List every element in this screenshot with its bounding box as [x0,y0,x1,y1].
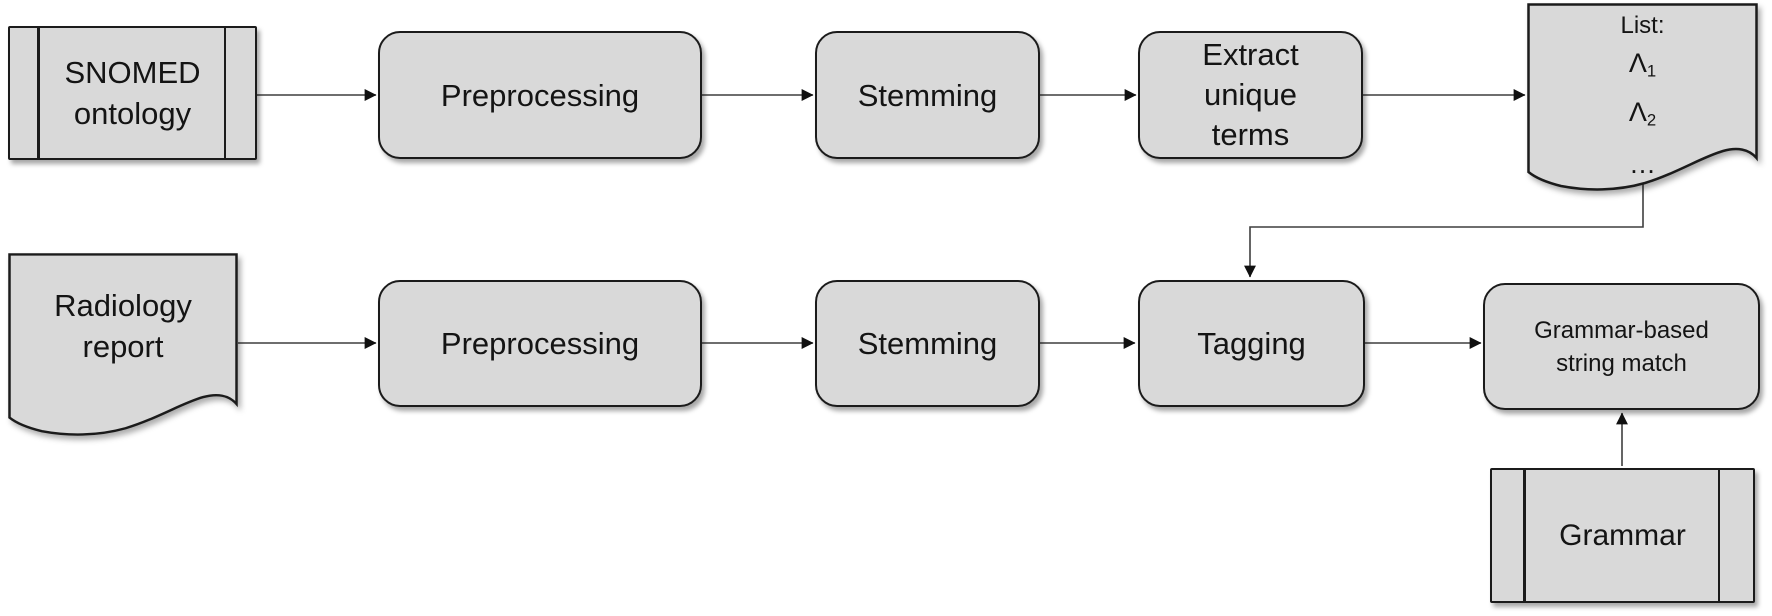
document-text: Radiology report [8,253,238,367]
node-label-line: ontology [73,96,192,131]
list-item-lambda2: Λ2 [1628,96,1657,130]
node-label: Preprocessing [440,77,640,113]
node-label-line: Radiology [54,288,192,323]
node-term-list-document: List: Λ1 Λ2 … [1527,3,1758,193]
node-label-line: Extract [1202,37,1299,72]
node-extract-unique-terms: Extract unique terms [1138,31,1363,159]
node-radiology-report-document: Radiology report [8,253,238,438]
storage-left-bar [1523,470,1526,601]
list-title: List: [1620,12,1665,39]
node-label: Grammar [1559,518,1686,552]
node-label-line: unique [1203,77,1298,112]
storage-right-bar [223,28,226,158]
node-grammar: Grammar [1490,468,1755,603]
node-stemming-bottom: Stemming [815,280,1040,407]
node-label: Tagging [1197,326,1306,361]
document-text: List: Λ1 Λ2 … [1527,3,1758,188]
document-shape [8,253,238,436]
list-ellipsis: … [1629,149,1656,180]
node-label: Preprocessing [440,326,640,361]
node-label-line: report [82,329,164,364]
storage-left-bar [37,28,40,158]
node-preprocessing-top: Preprocessing [378,31,702,159]
document-shape [1527,3,1758,191]
node-label: Stemming [857,326,998,361]
node-label-line: terms [1211,117,1290,152]
node-label-line: SNOMED [64,55,201,90]
node-grammar-based-string-match: Grammar-based string match [1483,283,1760,410]
node-label-line: string match [1556,349,1687,377]
node-snomed-ontology: SNOMED ontology [8,26,257,160]
storage-right-bar [1717,470,1720,601]
node-preprocessing-bottom: Preprocessing [378,280,702,407]
node-label: Stemming [857,77,998,113]
node-tagging: Tagging [1138,280,1365,407]
list-item-lambda1: Λ1 [1628,48,1657,81]
node-label-line: Grammar-based [1534,316,1709,344]
connector-list-tagging [1244,182,1644,278]
node-stemming-top: Stemming [815,31,1040,159]
